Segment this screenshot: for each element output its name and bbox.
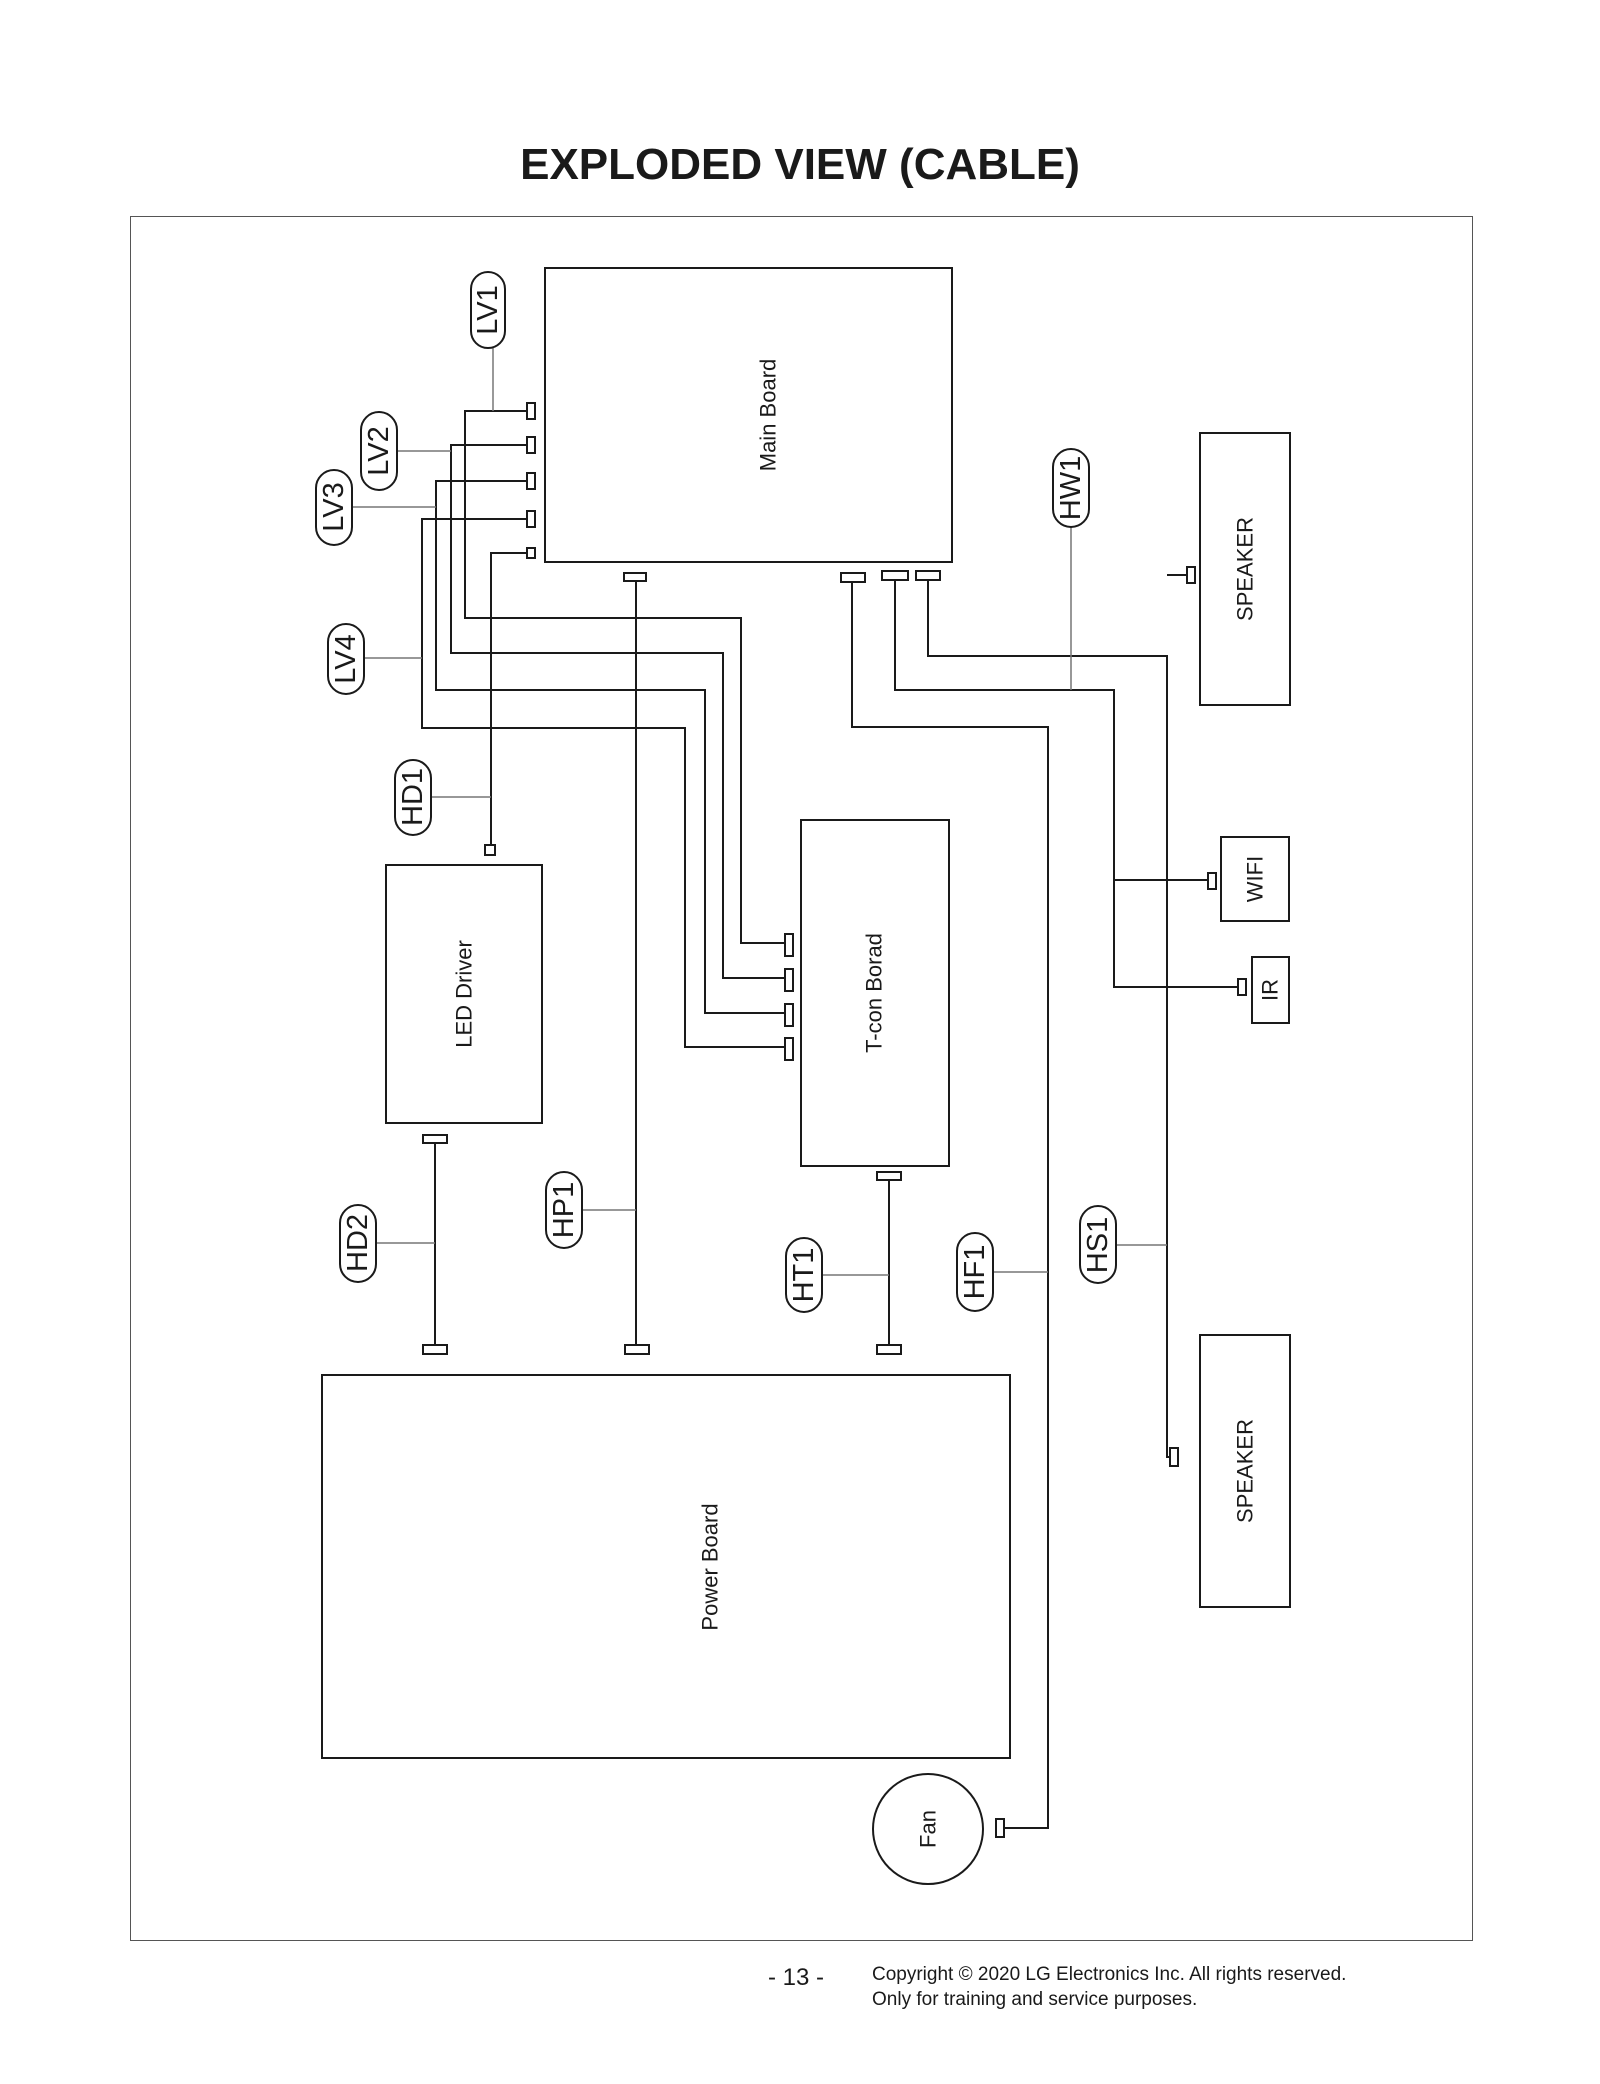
led-driver-box bbox=[385, 864, 543, 1124]
mb-connector-lv1 bbox=[526, 402, 536, 420]
copyright-notice: Copyright © 2020 LG Electronics Inc. All… bbox=[872, 1962, 1346, 2012]
label-hf1: HF1 bbox=[959, 1245, 991, 1300]
copyright-line-2: Only for training and service purposes. bbox=[872, 1989, 1198, 2010]
label-speaker-top: SPEAKER bbox=[1233, 517, 1258, 621]
label-hp1: HP1 bbox=[548, 1182, 580, 1238]
mb-connector-hp1 bbox=[623, 572, 647, 582]
speaker-top-box bbox=[1199, 432, 1291, 706]
tcon-connector-4 bbox=[784, 1037, 794, 1061]
tcon-connector-ht1 bbox=[876, 1171, 902, 1181]
label-lv4: LV4 bbox=[330, 634, 362, 683]
diagram-frame bbox=[130, 216, 1473, 1941]
pill-ht1 bbox=[785, 1237, 823, 1313]
label-led-driver: LED Driver bbox=[452, 940, 477, 1048]
label-hw1: HW1 bbox=[1055, 456, 1087, 520]
cable-hd1 bbox=[490, 552, 527, 845]
pill-hd1 bbox=[394, 759, 432, 836]
ir-box bbox=[1251, 956, 1290, 1024]
tcon-connector-1 bbox=[784, 933, 794, 957]
fan-connector bbox=[995, 1818, 1005, 1838]
fan-circle bbox=[872, 1773, 984, 1885]
cable-hw1 bbox=[894, 580, 1238, 988]
label-hs1: HS1 bbox=[1082, 1217, 1114, 1273]
power-board-box bbox=[321, 1374, 1011, 1759]
mb-connector-lv4 bbox=[526, 510, 536, 528]
pill-lv2 bbox=[360, 411, 398, 491]
label-tcon-board: T-con Borad bbox=[862, 933, 887, 1053]
cable-lv3 bbox=[435, 480, 785, 1014]
label-ir: IR bbox=[1258, 979, 1283, 1001]
tcon-board-box bbox=[800, 819, 950, 1167]
ir-connector bbox=[1237, 978, 1247, 996]
label-fan: Fan bbox=[916, 1810, 941, 1848]
label-main-board: Main Board bbox=[756, 359, 781, 472]
label-lv3: LV3 bbox=[318, 482, 350, 531]
page-number: - 13 - bbox=[768, 1964, 825, 1991]
label-wifi: WIFI bbox=[1243, 856, 1268, 902]
power-connector-ht1 bbox=[876, 1344, 902, 1355]
led-connector-hd1 bbox=[484, 844, 496, 856]
tcon-connector-2 bbox=[784, 968, 794, 992]
pill-hf1 bbox=[956, 1232, 994, 1312]
power-connector-hp1 bbox=[624, 1344, 650, 1355]
label-power-board: Power Board bbox=[698, 1503, 723, 1630]
mb-connector-hd1 bbox=[526, 547, 536, 559]
pill-hs1 bbox=[1079, 1205, 1117, 1284]
label-speaker-bottom: SPEAKER bbox=[1233, 1419, 1258, 1523]
cable-lv4 bbox=[421, 518, 785, 1048]
cable-hs1 bbox=[927, 574, 1187, 1458]
label-lv2: LV2 bbox=[363, 426, 395, 475]
label-ht1: HT1 bbox=[788, 1248, 820, 1303]
cable-lv2 bbox=[450, 444, 785, 979]
mb-connector-hf1 bbox=[840, 572, 866, 583]
pill-hd2 bbox=[339, 1204, 377, 1283]
label-hd2: HD2 bbox=[342, 1214, 374, 1272]
mb-connector-lv3 bbox=[526, 472, 536, 490]
cable-lv1 bbox=[464, 410, 785, 944]
label-lv1: LV1 bbox=[472, 285, 504, 334]
main-board-box bbox=[544, 267, 953, 563]
speaker-bottom-box bbox=[1199, 1334, 1291, 1608]
wifi-connector bbox=[1207, 872, 1217, 890]
pill-lv1 bbox=[470, 271, 506, 349]
power-connector-hd2 bbox=[422, 1344, 448, 1355]
cable-hf1 bbox=[851, 582, 1049, 1829]
pill-hp1 bbox=[545, 1171, 583, 1249]
tcon-connector-3 bbox=[784, 1003, 794, 1027]
copyright-line-1: Copyright © 2020 LG Electronics Inc. All… bbox=[872, 1964, 1347, 1985]
label-hd1: HD1 bbox=[397, 768, 429, 826]
mb-connector-lv2 bbox=[526, 436, 536, 454]
mb-connector-hw1 bbox=[881, 570, 909, 581]
pill-lv3 bbox=[315, 469, 353, 546]
pill-lv4 bbox=[327, 623, 365, 695]
speaker-bottom-connector bbox=[1169, 1447, 1179, 1467]
speaker-top-connector bbox=[1186, 566, 1196, 584]
wifi-box bbox=[1220, 836, 1290, 922]
led-connector-hd2 bbox=[422, 1134, 448, 1144]
mb-connector-hs1 bbox=[915, 570, 941, 581]
page-title: EXPLODED VIEW (CABLE) bbox=[520, 140, 1080, 189]
pill-hw1 bbox=[1052, 448, 1090, 528]
